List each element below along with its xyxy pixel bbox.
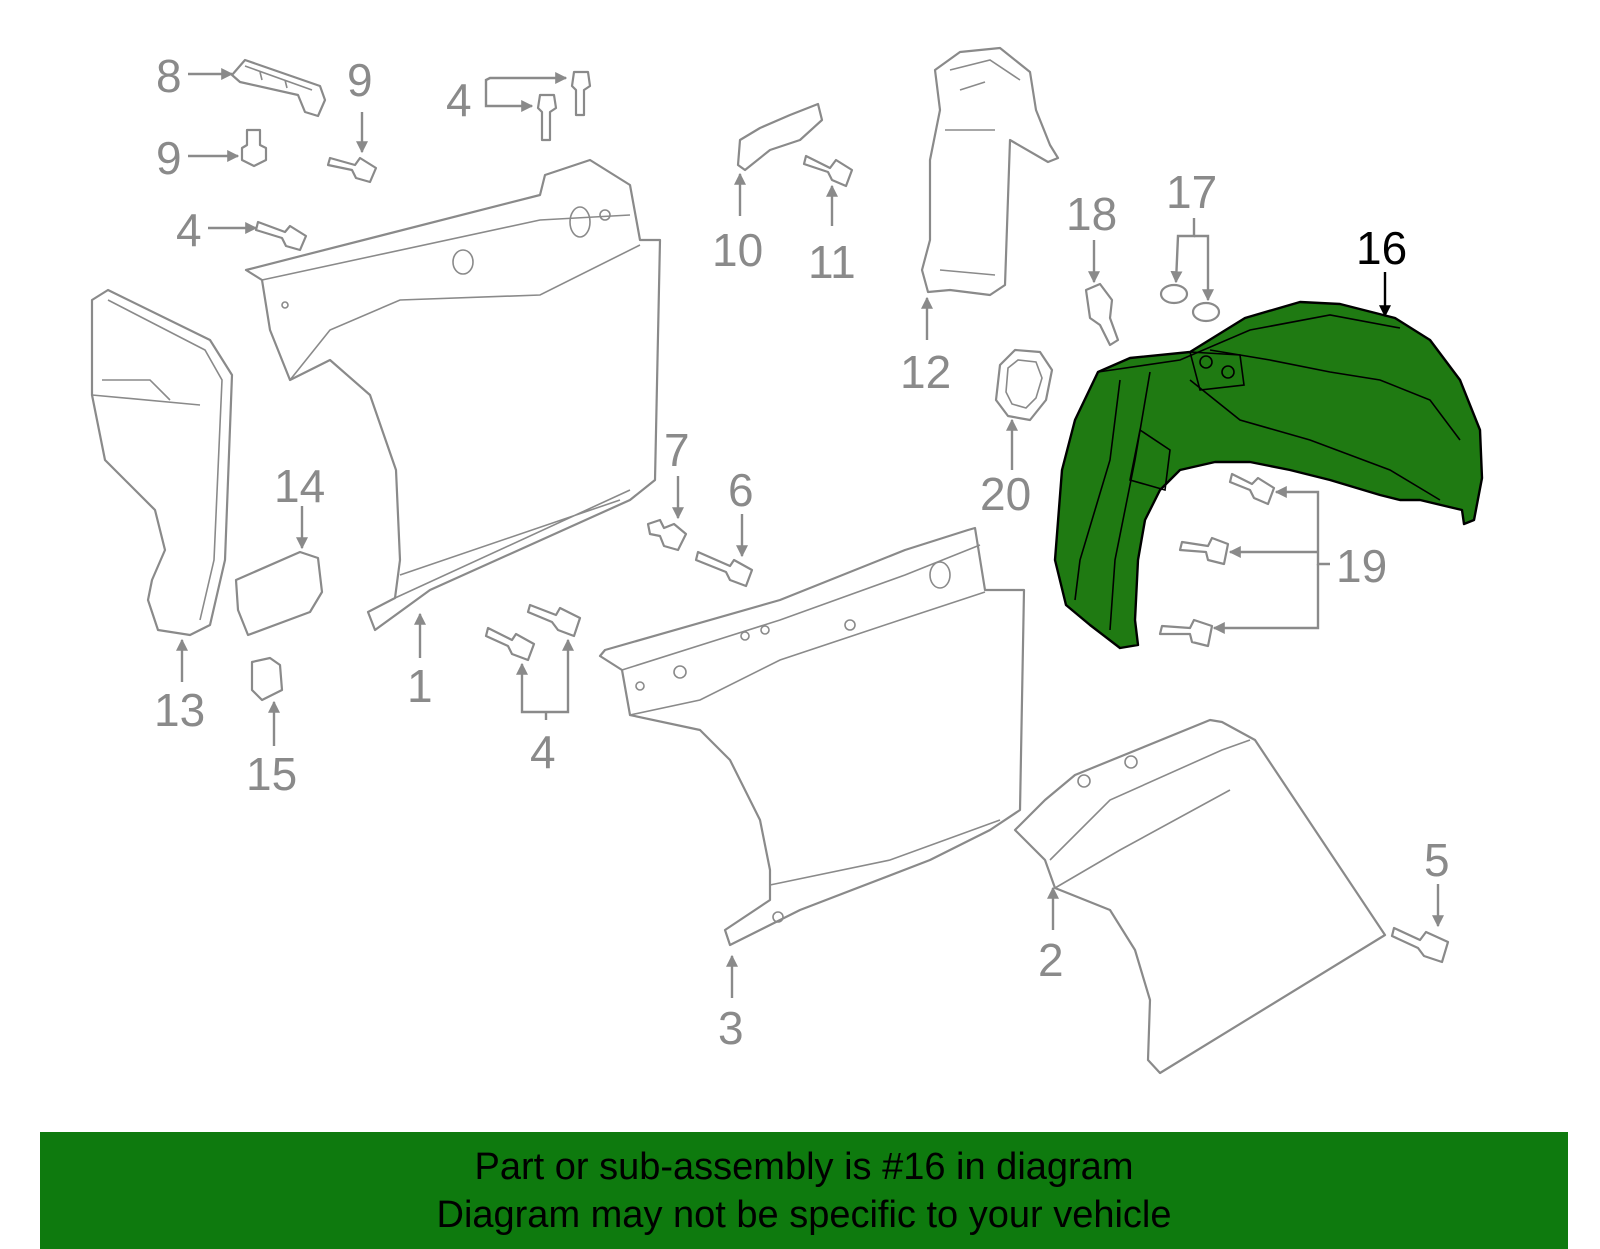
part-17-grommets [1159, 283, 1221, 323]
callout-4-top: 4 [446, 74, 472, 126]
part-4-bolts-top [254, 70, 592, 252]
part-13-side-panel [90, 288, 234, 637]
callout-11: 11 [808, 236, 856, 288]
banner-line-1: Part or sub-assembly is #16 in diagram [474, 1145, 1134, 1188]
callout-16: 16 [1356, 222, 1407, 274]
callout-8: 8 [156, 50, 182, 102]
callout-4-bottom: 4 [530, 726, 556, 778]
callout-9-top: 9 [347, 54, 373, 106]
callout-7: 7 [664, 424, 690, 476]
callout-10: 10 [712, 224, 763, 276]
callout-17: 17 [1166, 166, 1217, 218]
callout-19: 19 [1336, 540, 1387, 592]
callout-labels: 8 9 9 4 4 10 11 12 18 17 16 20 19 7 6 14… [154, 50, 1450, 1054]
part-8-bracket [230, 58, 327, 118]
part-12-pillar [920, 46, 1060, 297]
part-7-fastener [646, 518, 688, 552]
part-9-bolt [240, 128, 378, 184]
part-1-panel [244, 158, 662, 632]
part-2-wheelhouse [1013, 718, 1387, 1075]
callout-14: 14 [274, 460, 325, 512]
part-14-cover [234, 550, 324, 637]
part-6-bolt [694, 550, 754, 588]
banner-line-2: Diagram may not be specific to your vehi… [436, 1193, 1172, 1236]
part-18-clip [1084, 282, 1120, 347]
part-4-bolts-middle [484, 603, 582, 662]
callout-5: 5 [1424, 834, 1450, 886]
callout-1: 1 [407, 660, 433, 712]
part-15-clip [250, 656, 284, 702]
part-10-bracket [736, 102, 824, 172]
part-5-bolt [1390, 926, 1450, 964]
callout-15: 15 [246, 748, 297, 800]
part-3-panel [598, 526, 1026, 947]
part-11-bolt [802, 154, 854, 188]
callout-12: 12 [900, 346, 951, 398]
callout-20: 20 [980, 468, 1031, 520]
part-19-screws [1158, 472, 1276, 648]
callout-3: 3 [718, 1002, 744, 1054]
callout-4-left: 4 [176, 204, 202, 256]
part-20-seal [994, 348, 1054, 422]
callout-13: 13 [154, 684, 205, 736]
part-16-wheelhouse-liner [1053, 300, 1484, 650]
callout-9-left: 9 [156, 132, 182, 184]
callout-18: 18 [1066, 188, 1117, 240]
leader-lines [176, 68, 1444, 998]
callout-6: 6 [728, 464, 754, 516]
info-banner: Part or sub-assembly is #16 in diagram D… [40, 1132, 1568, 1249]
callout-2: 2 [1038, 934, 1064, 986]
